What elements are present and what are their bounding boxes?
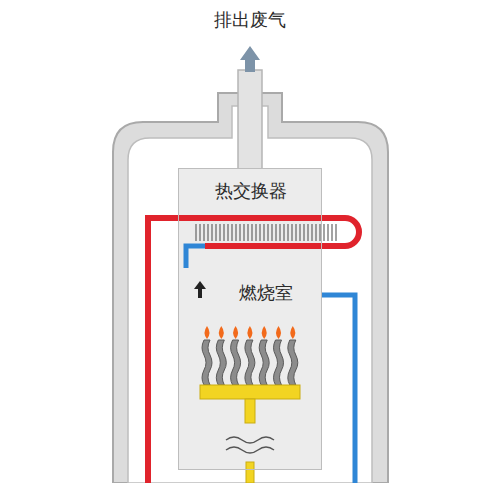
chamber-name: 燃烧室 (239, 281, 293, 305)
cold-water-pipe-inner (186, 246, 205, 268)
fin (299, 224, 300, 241)
fin (323, 224, 324, 241)
flame (290, 326, 295, 339)
fin (307, 224, 308, 241)
fin (279, 224, 280, 241)
fin (243, 224, 244, 241)
flame (262, 326, 267, 339)
flame (219, 326, 224, 339)
fin (199, 224, 200, 241)
burner-tube (259, 340, 269, 385)
fin (295, 224, 296, 241)
fin (215, 224, 216, 241)
fin (259, 224, 260, 241)
fin (211, 224, 212, 241)
fin (315, 224, 316, 241)
fin (267, 224, 268, 241)
fin (219, 224, 220, 241)
fin (303, 224, 304, 241)
burner-tube (202, 340, 212, 385)
flame (276, 326, 281, 339)
combustion-chamber: 热交换器燃烧室 (178, 168, 322, 470)
flame (205, 326, 210, 339)
gas-manifold (200, 385, 300, 399)
burner-tube (231, 340, 241, 385)
fin (275, 224, 276, 241)
fin (271, 224, 272, 241)
fin (251, 224, 252, 241)
cold-water-pipe (322, 295, 355, 483)
flue (238, 70, 262, 170)
flame (247, 326, 252, 339)
fin (223, 224, 224, 241)
fin (263, 224, 264, 241)
fin (331, 224, 332, 241)
chamber-fill (178, 168, 322, 470)
flow-arrow (194, 281, 206, 298)
fin (203, 224, 204, 241)
heat-exchanger-fins (196, 224, 336, 241)
burner-tube (216, 340, 226, 385)
fin (239, 224, 240, 241)
fin (231, 224, 232, 241)
fin (335, 224, 336, 241)
break-mark (226, 437, 274, 453)
fin (207, 224, 208, 241)
fin (247, 224, 248, 241)
burners (202, 326, 298, 385)
fin (311, 224, 312, 241)
gas-stem (245, 399, 255, 423)
exhaust-label: 排出废气 (214, 8, 286, 32)
fin (195, 224, 196, 241)
fin (255, 224, 256, 241)
part-name: 热交换器 (215, 179, 287, 203)
fin (291, 224, 292, 241)
fin (235, 224, 236, 241)
gas-inlet (246, 462, 254, 483)
burner-tube (274, 340, 284, 385)
fin (227, 224, 228, 241)
fin (319, 224, 320, 241)
flame (233, 326, 238, 339)
fin (287, 224, 288, 241)
fin (327, 224, 328, 241)
hot-water-pipe (148, 218, 359, 483)
fin (283, 224, 284, 241)
exhaust-arrow (240, 46, 260, 72)
burner-tube (288, 340, 298, 385)
burner-tube (245, 340, 255, 385)
